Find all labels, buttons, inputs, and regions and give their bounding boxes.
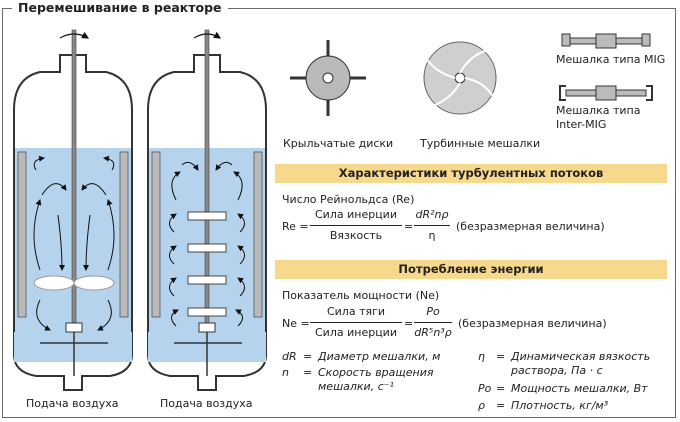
re-num1: Сила инерции xyxy=(315,208,397,221)
energy-header: Потребление энергии xyxy=(275,260,667,279)
legend-n-symbol: n xyxy=(282,366,289,379)
ne-eq: = xyxy=(404,317,414,330)
legend-eta-eq: = xyxy=(496,350,506,363)
turbine-icon xyxy=(423,41,497,115)
legend-po-symbol: Po xyxy=(478,382,492,395)
intermig-label-line2: Inter-MIG xyxy=(556,118,607,131)
ne-den1: Сила инерции xyxy=(315,326,397,339)
legend-rho-text: Плотность, кг/м³ xyxy=(511,399,609,412)
impeller-blade xyxy=(33,275,75,291)
legend-n-text1: Скорость вращения xyxy=(318,366,434,379)
diagram-title: Перемешивание в реакторе xyxy=(12,0,228,15)
baffle-left xyxy=(17,151,27,318)
re-den1: Вязкость xyxy=(329,229,383,242)
legend-dr-eq: = xyxy=(303,350,313,363)
ne-den2: dR⁵n³ρ xyxy=(414,326,452,339)
legend-n-text2: мешалки, с⁻¹ xyxy=(318,380,394,393)
re-eq: = xyxy=(404,220,414,233)
turbulent-header: Характеристики турбулентных потоков xyxy=(275,164,667,183)
air-supply-label-right: Подача воздуха xyxy=(160,397,253,410)
legend-rho-symbol: ρ xyxy=(478,399,485,412)
ne-lhs: Ne = xyxy=(282,317,310,330)
intermig-icon xyxy=(559,85,653,101)
baffle-right xyxy=(119,151,129,318)
blade-disks-label: Крыльчатые диски xyxy=(283,137,394,150)
ne-dimensionless: (безразмерная величина) xyxy=(458,317,607,330)
mig-icon xyxy=(561,33,651,49)
legend-eta-text2: раствора, Па · с xyxy=(511,364,603,377)
reactor-right xyxy=(147,29,267,391)
reynolds-label: Число Рейнольдса (Re) xyxy=(282,193,415,206)
air-supply-label-left: Подача воздуха xyxy=(26,397,119,410)
ne-num2: Po xyxy=(426,305,440,318)
ne-num1: Сила тяги xyxy=(326,305,386,318)
legend-n-eq: = xyxy=(303,366,313,379)
reactor-left xyxy=(13,29,133,391)
legend-rho-eq: = xyxy=(496,399,506,412)
legend-po-text: Мощность мешалки, Вт xyxy=(511,382,648,395)
re-den2: η xyxy=(428,229,436,242)
legend-po-eq: = xyxy=(496,382,506,395)
blade-disk-icon xyxy=(290,40,366,116)
mig-label: Мешалка типа MIG xyxy=(556,53,666,66)
diagram-frame xyxy=(2,8,676,418)
legend-eta-text1: Динамическая вязкость xyxy=(511,350,651,363)
re-lhs: Re = xyxy=(282,220,309,233)
intermig-label-line1: Мешалка типа xyxy=(556,104,641,117)
legend-dr-text: Диаметр мешалки, м xyxy=(318,350,441,363)
legend-dr-symbol: dR xyxy=(282,350,297,363)
turbine-label: Турбинные мешалки xyxy=(420,137,541,150)
power-label: Показатель мощности (Ne) xyxy=(282,289,440,302)
re-dimensionless: (безразмерная величина) xyxy=(456,220,605,233)
re-num2: dR²nρ xyxy=(415,208,449,221)
legend-eta-symbol: η xyxy=(478,350,485,363)
